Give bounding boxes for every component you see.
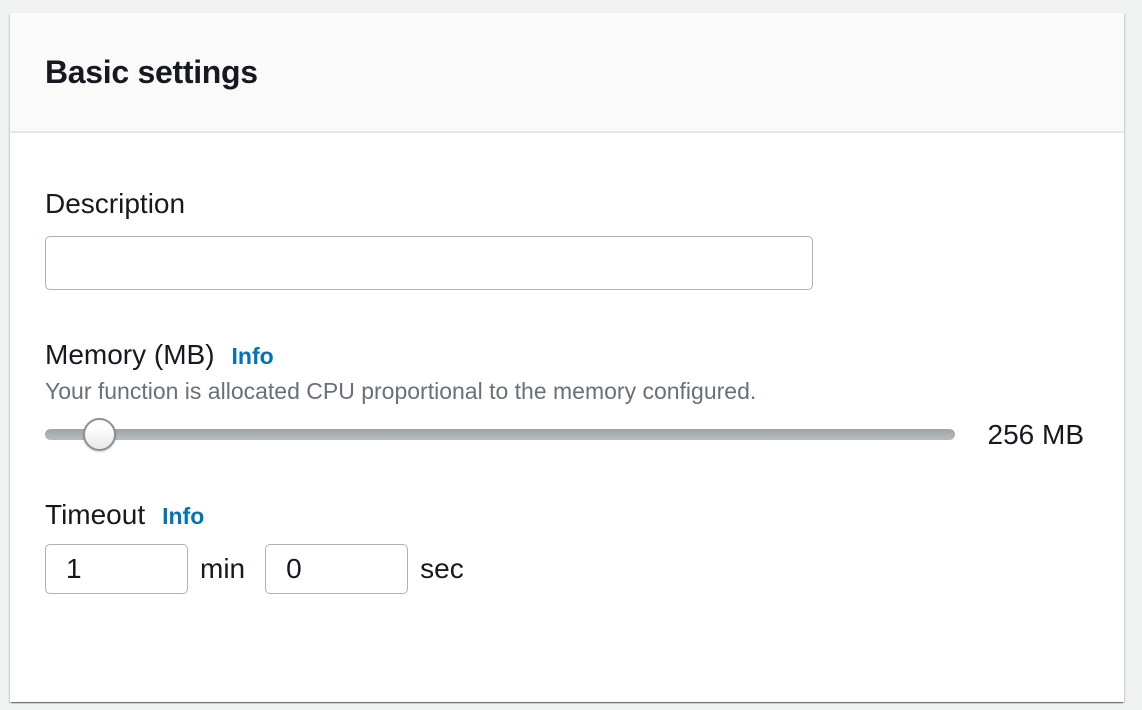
timeout-minutes-unit: min xyxy=(200,553,246,584)
memory-label-row: Memory (MB) Info xyxy=(45,338,1084,372)
memory-slider-handle[interactable] xyxy=(83,418,116,451)
card-header: Basic settings xyxy=(10,13,1124,133)
timeout-label: Timeout xyxy=(45,499,146,530)
timeout-seconds-unit: sec xyxy=(420,553,464,584)
basic-settings-card: Basic settings Description Memory (MB) I… xyxy=(10,13,1124,702)
timeout-label-row: Timeout Info xyxy=(45,498,1084,532)
memory-slider-track[interactable] xyxy=(45,429,955,440)
memory-label: Memory (MB) xyxy=(45,339,215,370)
description-label: Description xyxy=(45,188,186,219)
memory-slider[interactable] xyxy=(45,418,955,452)
timeout-info-link[interactable]: Info xyxy=(162,503,205,529)
timeout-minutes-input[interactable] xyxy=(45,544,188,594)
description-input[interactable] xyxy=(45,236,813,290)
memory-slider-row: 256 MB xyxy=(45,418,1084,452)
card-body: Description Memory (MB) Info Your functi… xyxy=(10,187,1124,594)
description-field: Description xyxy=(45,187,1084,290)
timeout-field: Timeout Info min sec xyxy=(45,498,1084,594)
timeout-inputs-row: min sec xyxy=(45,544,1084,594)
memory-value-label: 256 MB xyxy=(987,419,1085,450)
memory-helper-text: Your function is allocated CPU proportio… xyxy=(45,378,757,404)
memory-field: Memory (MB) Info Your function is alloca… xyxy=(45,338,1084,452)
timeout-seconds-input[interactable] xyxy=(265,544,409,594)
page-title: Basic settings xyxy=(45,53,258,90)
memory-info-link[interactable]: Info xyxy=(231,343,274,369)
